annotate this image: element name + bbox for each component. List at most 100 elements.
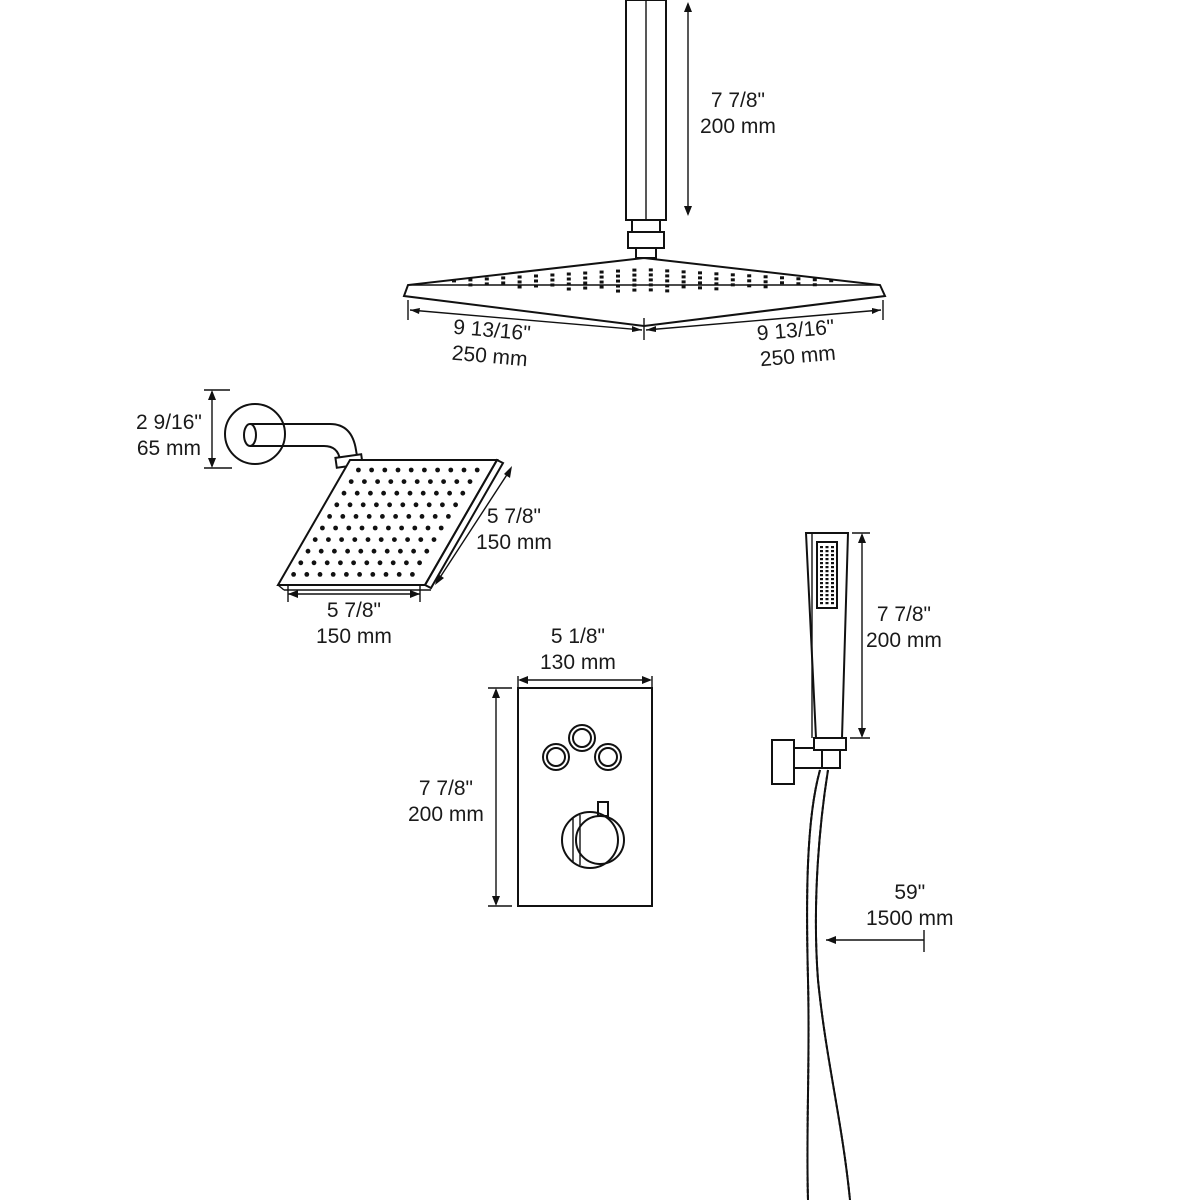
hand-shower-dimension-line bbox=[850, 532, 870, 739]
nozzle bbox=[820, 562, 823, 565]
nozzle bbox=[550, 278, 555, 282]
nozzle bbox=[317, 572, 323, 577]
nozzle bbox=[377, 560, 383, 566]
nozzle bbox=[390, 560, 396, 566]
nozzle bbox=[681, 285, 686, 289]
nozzle bbox=[364, 560, 370, 566]
nozzle bbox=[447, 490, 452, 496]
nozzle bbox=[419, 514, 425, 519]
nozzle bbox=[825, 590, 829, 593]
nozzle bbox=[382, 467, 388, 473]
nozzle bbox=[440, 502, 445, 508]
nozzle bbox=[432, 514, 438, 519]
nozzle bbox=[825, 558, 829, 561]
nozzle bbox=[825, 594, 829, 597]
nozzle bbox=[428, 479, 433, 484]
hand-shower-nozzles bbox=[820, 546, 834, 605]
nozzle bbox=[298, 560, 304, 566]
nozzle bbox=[304, 572, 310, 577]
nozzle bbox=[435, 467, 440, 473]
nozzle bbox=[796, 282, 801, 286]
valve-height-label: 7 7/8" 200 mm bbox=[408, 776, 484, 828]
wall-arm-dimension-line bbox=[204, 389, 232, 469]
nozzle bbox=[780, 276, 784, 280]
nozzle bbox=[831, 602, 834, 605]
nozzle bbox=[468, 283, 473, 287]
square-head-dimension-lines bbox=[287, 466, 512, 602]
nozzle bbox=[831, 558, 834, 561]
nozzle bbox=[369, 467, 374, 473]
nozzle bbox=[648, 283, 653, 287]
hand-shower-length-label: 7 7/8" 200 mm bbox=[866, 602, 942, 654]
nozzle bbox=[461, 467, 467, 473]
nozzle bbox=[341, 490, 347, 496]
valve-height-mm: 200 mm bbox=[408, 803, 484, 826]
nozzle bbox=[340, 514, 346, 519]
nozzle bbox=[399, 525, 404, 531]
nozzle bbox=[599, 275, 604, 279]
nozzle bbox=[327, 514, 332, 519]
ceiling-arm-length-label: 7 7/8" 200 mm bbox=[700, 88, 776, 140]
nozzle bbox=[648, 278, 653, 282]
nozzle bbox=[820, 546, 823, 549]
nozzle bbox=[820, 578, 823, 581]
nozzle bbox=[831, 566, 834, 569]
square-head-bottom-inch: 5 7/8" bbox=[326, 599, 382, 622]
nozzle bbox=[410, 572, 415, 577]
nozzle bbox=[353, 514, 359, 519]
nozzle bbox=[484, 277, 489, 281]
ceiling-arm-inch: 7 7/8" bbox=[710, 89, 766, 112]
nozzle bbox=[831, 546, 834, 549]
nozzle bbox=[454, 479, 460, 484]
nozzle bbox=[344, 572, 349, 577]
nozzle bbox=[378, 537, 384, 542]
nozzle bbox=[345, 548, 350, 554]
square-head-nozzles bbox=[291, 467, 480, 577]
rain-head-left-label: 9 13/16" 250 mm bbox=[450, 315, 532, 374]
nozzle bbox=[374, 502, 379, 508]
rain-head-right-label: 9 13/16" 250 mm bbox=[756, 315, 838, 374]
nozzle bbox=[825, 578, 829, 581]
nozzle bbox=[616, 269, 620, 273]
nozzle bbox=[820, 558, 823, 561]
nozzle bbox=[424, 548, 430, 554]
ceiling-arm-mm: 200 mm bbox=[700, 115, 776, 138]
nozzle bbox=[812, 278, 817, 282]
nozzle bbox=[517, 275, 522, 279]
nozzle bbox=[698, 271, 702, 275]
nozzle bbox=[334, 502, 340, 508]
nozzle bbox=[831, 554, 834, 557]
wall-shower-arm bbox=[224, 403, 364, 469]
nozzle bbox=[825, 562, 829, 565]
nozzle bbox=[831, 570, 834, 573]
nozzle bbox=[370, 572, 376, 577]
nozzle bbox=[305, 548, 311, 554]
nozzle bbox=[820, 582, 823, 585]
nozzle bbox=[368, 490, 373, 496]
nozzle bbox=[583, 271, 588, 275]
nozzle bbox=[583, 276, 588, 280]
nozzle bbox=[730, 278, 735, 282]
nozzle bbox=[426, 502, 432, 508]
square-shower-head bbox=[276, 458, 505, 591]
nozzle bbox=[831, 594, 834, 597]
nozzle bbox=[820, 570, 823, 573]
nozzle bbox=[534, 284, 538, 288]
nozzle bbox=[362, 479, 367, 484]
valve-trim-plate bbox=[517, 687, 653, 907]
nozzle bbox=[446, 514, 451, 519]
nozzle bbox=[747, 279, 752, 283]
nozzle bbox=[714, 272, 719, 276]
nozzle bbox=[780, 281, 784, 285]
nozzle bbox=[392, 537, 397, 542]
shower-hose bbox=[806, 769, 851, 1200]
nozzle bbox=[831, 586, 834, 589]
nozzle bbox=[366, 514, 372, 519]
nozzle bbox=[665, 279, 670, 283]
nozzle bbox=[820, 566, 823, 569]
nozzle bbox=[441, 479, 446, 484]
nozzle bbox=[407, 490, 413, 496]
nozzle bbox=[351, 560, 356, 566]
nozzle bbox=[681, 280, 686, 284]
nozzle bbox=[411, 548, 416, 554]
